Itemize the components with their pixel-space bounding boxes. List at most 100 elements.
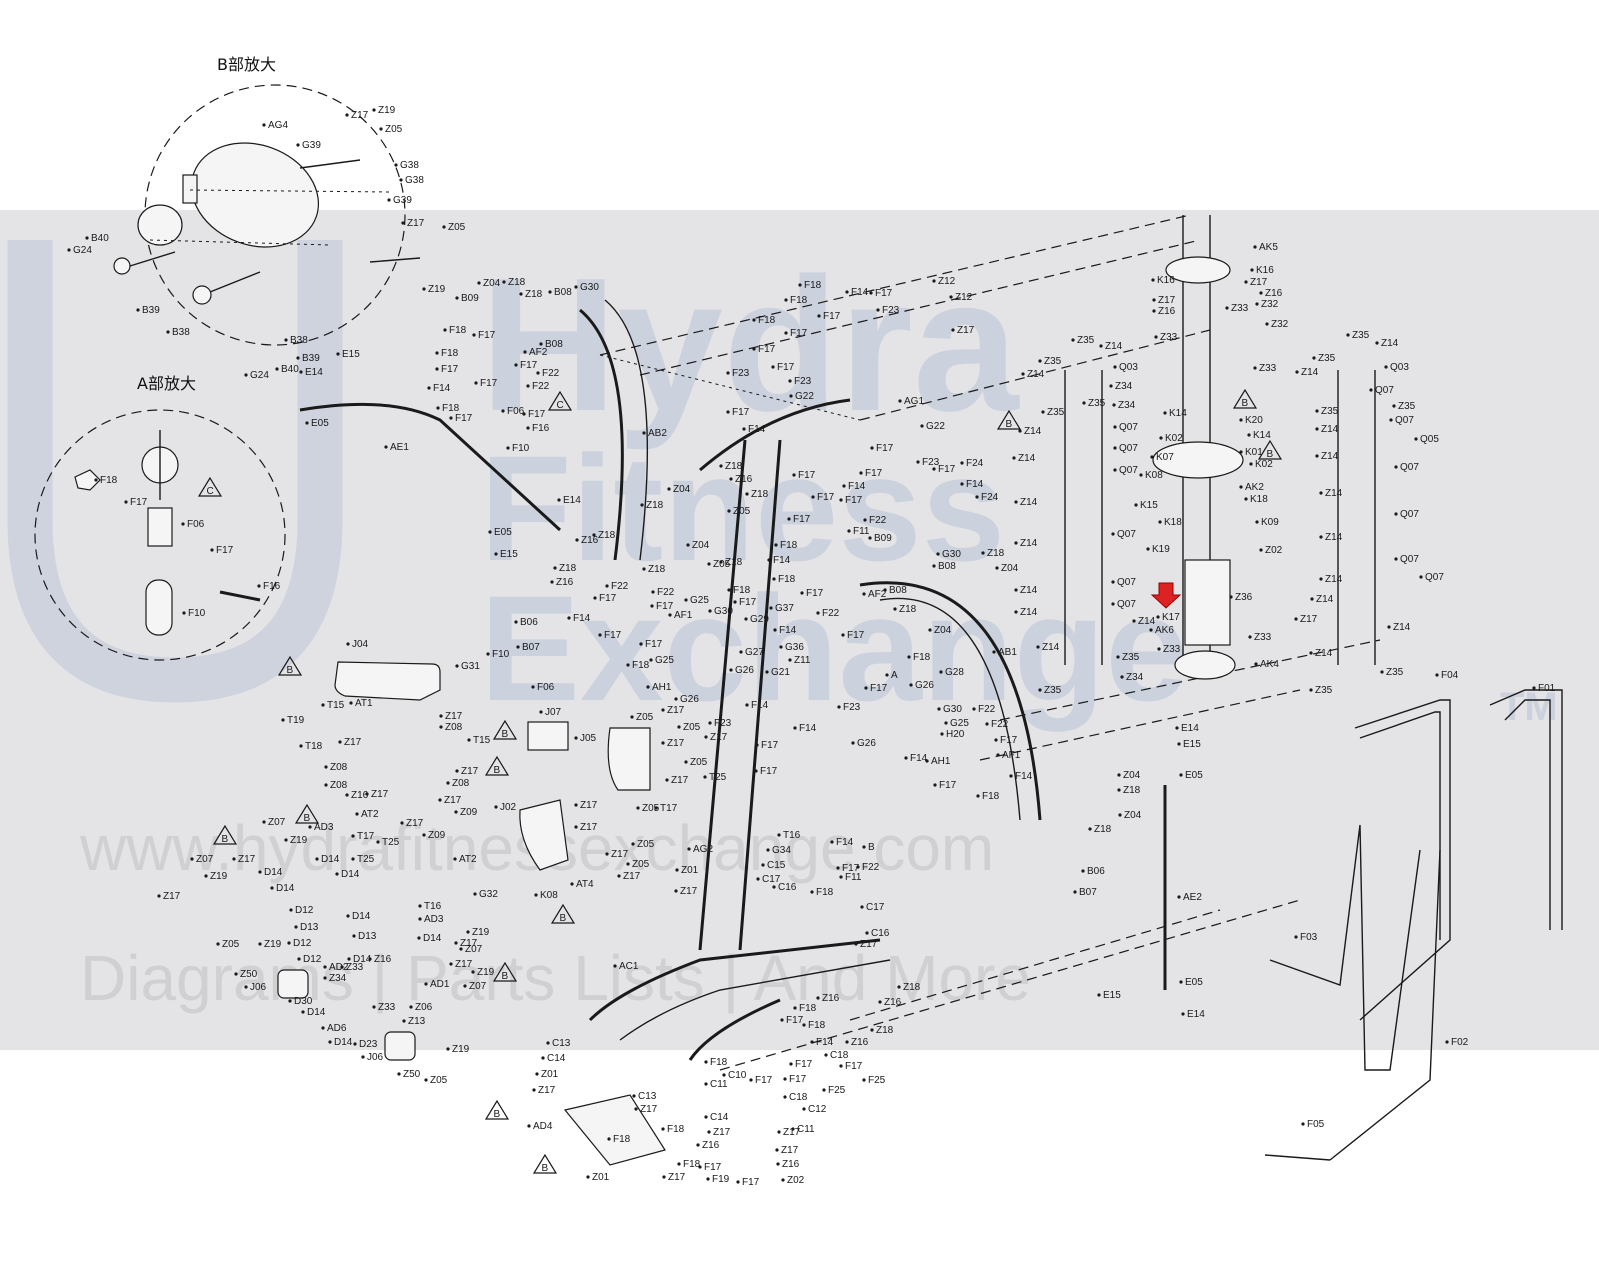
- leader-dot: [1041, 410, 1045, 414]
- leader-dot: [646, 685, 650, 689]
- leader-dot: [1163, 411, 1167, 415]
- part-label: F17: [761, 740, 779, 751]
- part-label: F23: [714, 718, 732, 729]
- part-label: F23: [922, 457, 940, 468]
- leader-dot: [181, 522, 185, 526]
- part-label: AD3: [424, 914, 444, 925]
- part-label: F17: [645, 639, 663, 650]
- leader-dot: [299, 370, 303, 374]
- leader-dot: [365, 792, 369, 796]
- leader-dot: [1181, 1012, 1185, 1016]
- leader-dot: [928, 628, 932, 632]
- leader-dot: [1111, 602, 1115, 606]
- part-label: Z14: [1321, 451, 1339, 462]
- leader-dot: [345, 793, 349, 797]
- leader-dot: [455, 664, 459, 668]
- leader-dot: [776, 1162, 780, 1166]
- part-label: F11: [845, 872, 862, 883]
- leader-dot: [376, 840, 380, 844]
- leader-dot: [729, 668, 733, 672]
- part-label: Z04: [1124, 810, 1142, 821]
- part-label: Z32: [1271, 319, 1289, 330]
- part-label: D14: [264, 867, 283, 878]
- leader-dot: [876, 308, 880, 312]
- part-label: F06: [507, 406, 525, 417]
- leader-dot: [166, 330, 170, 334]
- leader-dot: [352, 934, 356, 938]
- part-label: D12: [303, 954, 322, 965]
- part-label: Q07: [1375, 385, 1394, 396]
- part-label: F17: [790, 328, 808, 339]
- part-label: T15: [473, 735, 491, 746]
- part-label: E15: [1103, 990, 1121, 1001]
- leader-dot: [869, 291, 873, 295]
- part-label: Z16: [782, 1159, 800, 1170]
- leader-dot: [435, 351, 439, 355]
- leader-dot: [632, 1094, 636, 1098]
- leader-dot: [862, 592, 866, 596]
- leader-dot: [1177, 895, 1181, 899]
- part-label: C11: [710, 1079, 728, 1090]
- leader-dot: [216, 942, 220, 946]
- part-label: AT1: [355, 698, 373, 709]
- part-label: G32: [479, 889, 498, 900]
- leader-dot: [630, 715, 634, 719]
- leader-dot: [865, 931, 869, 935]
- part-label: AE1: [390, 442, 409, 453]
- leader-dot: [1310, 597, 1314, 601]
- part-label: Z17: [460, 938, 478, 949]
- leader-dot: [868, 536, 872, 540]
- leader-dot: [932, 279, 936, 283]
- part-label: Z14: [1020, 607, 1038, 618]
- part-label: Z08: [445, 722, 463, 733]
- part-label: F18: [667, 1124, 685, 1135]
- leader-dot: [455, 769, 459, 773]
- leader-dot: [684, 760, 688, 764]
- part-label: F18: [441, 348, 459, 359]
- part-label: Z17: [1250, 277, 1268, 288]
- leader-dot: [756, 877, 760, 881]
- part-label: F17: [732, 407, 750, 418]
- leader-dot: [642, 431, 646, 435]
- leader-dot: [985, 722, 989, 726]
- part-label: Z17: [163, 891, 181, 902]
- part-label: G24: [250, 370, 269, 381]
- part-label: K17: [1162, 612, 1180, 623]
- part-label: Z34: [1126, 672, 1144, 683]
- leader-dot: [281, 718, 285, 722]
- leader-dot: [539, 342, 543, 346]
- leader-dot: [1312, 356, 1316, 360]
- leader-dot: [1009, 774, 1013, 778]
- part-label: B08: [554, 287, 572, 298]
- part-label: B07: [1079, 887, 1097, 898]
- leader-dot: [454, 941, 458, 945]
- leader-dot: [1012, 456, 1016, 460]
- part-label: B07: [522, 642, 540, 653]
- part-label: T19: [287, 715, 305, 726]
- caption-detail-a: A部放大: [137, 374, 196, 393]
- leader-dot: [722, 1073, 726, 1077]
- part-label: C13: [638, 1091, 657, 1102]
- leader-dot: [1225, 306, 1229, 310]
- triangle-marker-letter: B: [287, 665, 294, 676]
- leader-dot: [1375, 341, 1379, 345]
- leader-dot: [883, 588, 887, 592]
- part-label: Z17: [351, 110, 369, 121]
- watermark-brand-line1: Hydra: [480, 239, 1020, 451]
- leader-dot: [296, 356, 300, 360]
- part-label: B08: [545, 339, 563, 350]
- leader-dot: [1309, 688, 1313, 692]
- part-label: Z05: [690, 757, 708, 768]
- leader-dot: [893, 607, 897, 611]
- leader-dot: [727, 588, 731, 592]
- triangle-marker: [277, 655, 303, 676]
- part-label: B08: [938, 561, 956, 572]
- part-label: F18: [804, 280, 822, 291]
- triangle-marker-letter: B: [1242, 398, 1249, 409]
- leader-dot: [534, 893, 538, 897]
- part-label: Z18: [876, 1025, 894, 1036]
- leader-dot: [535, 1072, 539, 1076]
- part-label: Z05: [448, 222, 466, 233]
- leader-dot: [1158, 520, 1162, 524]
- leader-dot: [287, 941, 291, 945]
